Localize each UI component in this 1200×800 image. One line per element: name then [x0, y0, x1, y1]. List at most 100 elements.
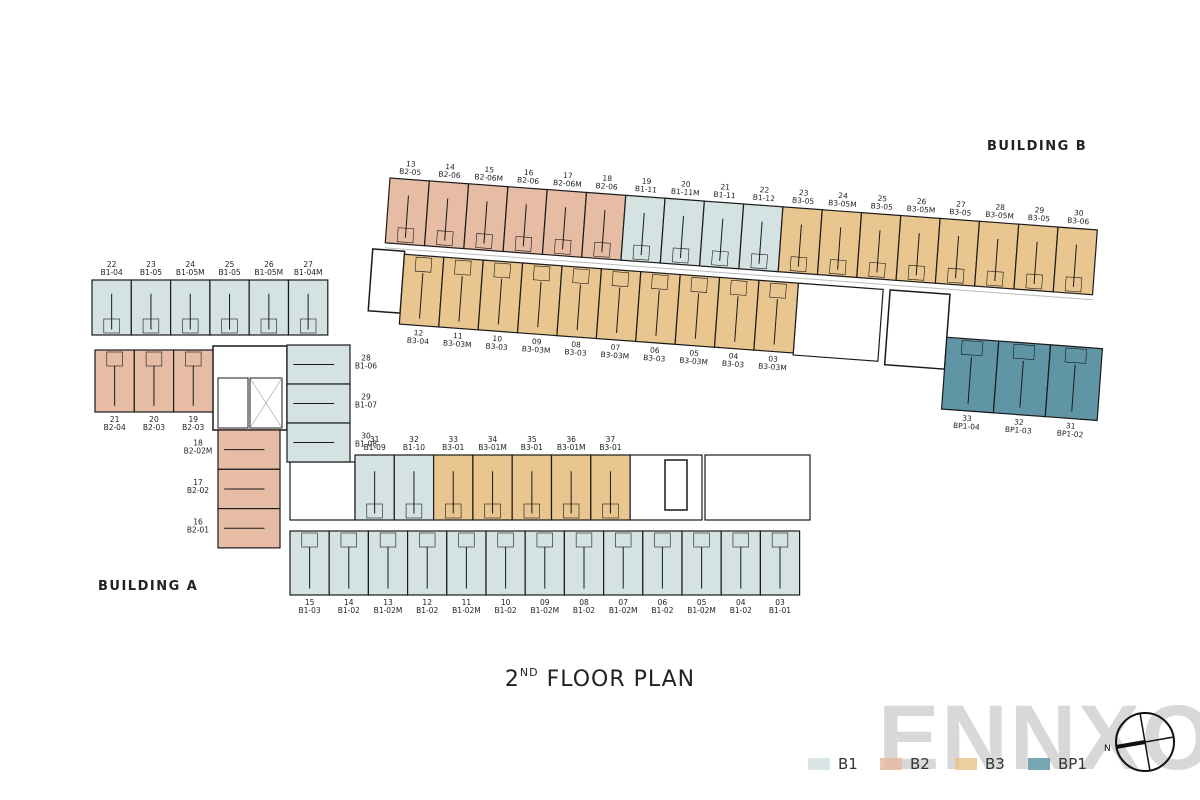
unit-number: 16 — [524, 168, 534, 178]
unit-type: B3-01 — [521, 443, 543, 452]
legend-label: B3 — [985, 755, 1005, 773]
bathroom-outline — [475, 233, 493, 249]
unit-number: 25 — [877, 194, 887, 204]
unit-number: 22 — [759, 185, 769, 195]
unit-type: B3-03M — [443, 338, 472, 349]
unit-number: 35 — [527, 435, 537, 444]
unit-number: 17 — [563, 171, 573, 181]
building-a-lift-east — [664, 459, 688, 511]
unit-number: 09 — [540, 598, 550, 607]
bathroom-outline — [986, 270, 1004, 287]
unit-type: B1-12 — [752, 193, 775, 204]
page-title: 2ND FLOOR PLAN — [0, 666, 1200, 692]
title-floor-number: 2 — [504, 667, 520, 692]
unit-number: 21 — [720, 182, 730, 192]
unit-number: 31 — [370, 435, 380, 444]
unit-type: B2-02 — [187, 486, 209, 495]
bathroom-outline — [103, 318, 120, 334]
bathroom-outline — [769, 282, 787, 299]
unit-number: 04 — [729, 351, 739, 361]
unit-number: 08 — [579, 598, 589, 607]
unit-type: B2-03 — [143, 423, 165, 432]
unit-number: 03 — [775, 598, 785, 607]
unit-type: B3-03M — [758, 361, 787, 372]
bathroom-outline — [575, 532, 593, 548]
partition-wall — [694, 293, 700, 339]
unit-type: B2-04 — [104, 423, 126, 432]
unit-number: 07 — [618, 598, 628, 607]
partition-wall — [483, 201, 488, 244]
unit-type: B3-03 — [485, 341, 508, 352]
bathroom-outline — [145, 351, 163, 367]
unit-number: 18 — [602, 174, 612, 184]
unit-type: B1-05 — [140, 268, 162, 277]
